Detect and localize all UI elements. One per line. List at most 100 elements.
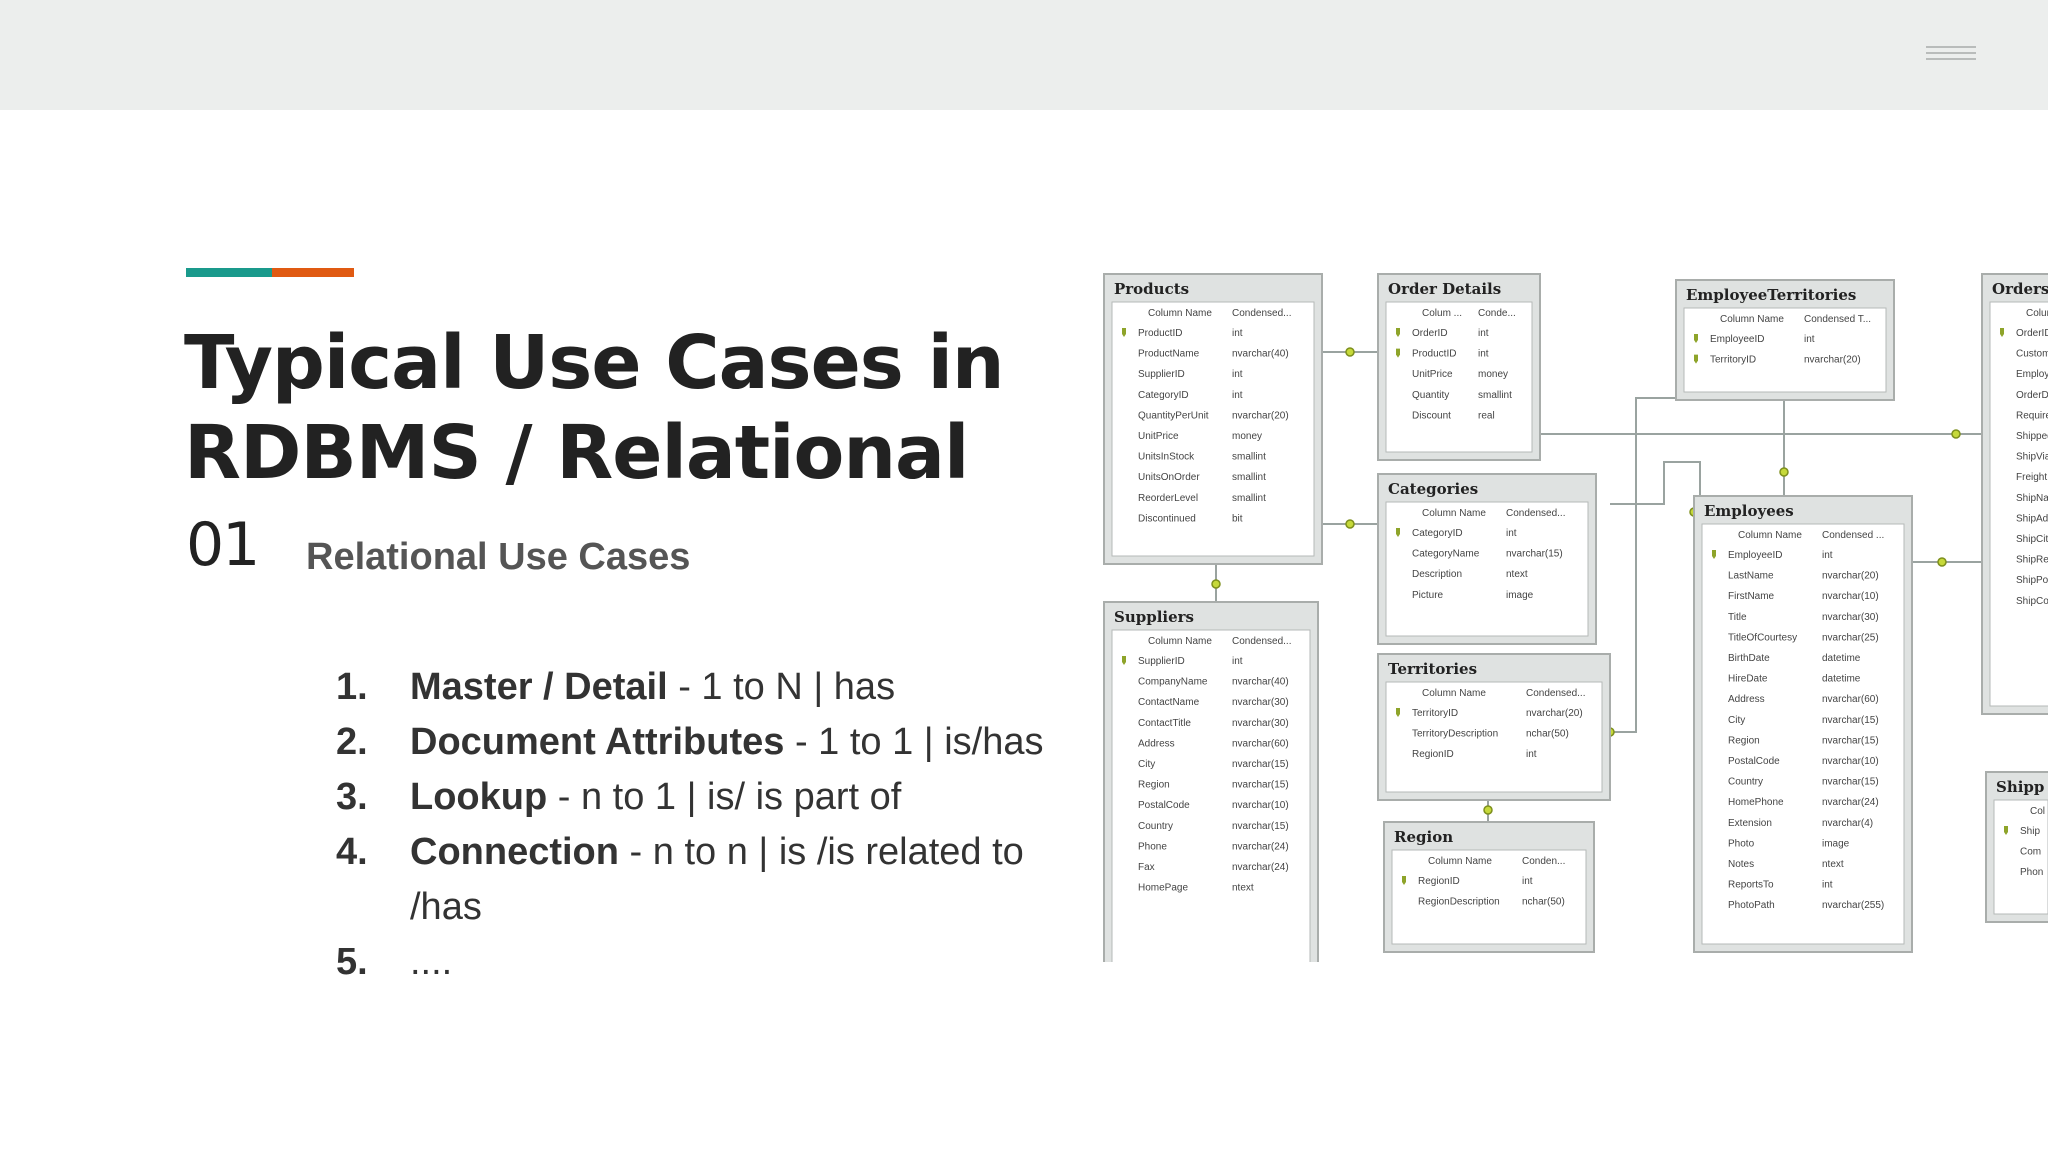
primary-key-icon [1396, 708, 1400, 717]
column-name: Ship [2020, 826, 2040, 837]
primary-key-icon [1712, 550, 1716, 559]
slide-title-line-1: Typical Use Cases in [184, 320, 1005, 406]
list-item-term: Connection [410, 831, 619, 873]
column-name: SupplierID [1138, 369, 1185, 380]
column-name: Notes [1728, 859, 1754, 870]
table-grid [1385, 501, 1589, 637]
table-title: EmployeeTerritories [1686, 286, 1856, 304]
column-type: int [1232, 328, 1243, 339]
column-name: ReorderLevel [1138, 493, 1198, 504]
primary-key-icon [1122, 328, 1126, 337]
table-grid [1683, 307, 1887, 393]
column-type: int [1822, 550, 1833, 561]
column-name: ContactName [1138, 697, 1200, 708]
column-header: Conde... [1478, 308, 1516, 319]
list-item-number: 5. [336, 941, 368, 983]
column-name: TerritoryID [1412, 708, 1458, 719]
column-name: Com [2020, 847, 2041, 858]
column-type: nvarchar(15) [1822, 777, 1879, 788]
hamburger-menu-icon[interactable] [1926, 46, 1976, 66]
primary-key-icon [1396, 328, 1400, 337]
column-type: nvarchar(20) [1526, 708, 1583, 719]
column-name: Extension [1728, 818, 1772, 829]
relationship-key-icon [1345, 347, 1355, 357]
column-type: nvarchar(24) [1232, 862, 1289, 873]
column-name: Photo [1728, 838, 1755, 849]
primary-key-icon [1694, 354, 1698, 364]
column-type: nvarchar(10) [1822, 756, 1879, 767]
table-grid [1385, 681, 1603, 793]
column-header: Col [2030, 806, 2045, 817]
column-type: int [1506, 528, 1517, 539]
column-type: nchar(50) [1526, 729, 1569, 740]
table-grid [1111, 301, 1315, 557]
relationship-key-icon [1937, 557, 1947, 567]
table-grid [1111, 629, 1311, 962]
column-type: real [1478, 410, 1495, 421]
column-name: UnitsInStock [1138, 452, 1195, 463]
list-item-text: - n to 1 | is/ is part of [547, 776, 902, 818]
list-item-text: - 1 to N | has [667, 666, 896, 708]
accent-bar [186, 268, 354, 277]
primary-key-icon [1396, 528, 1400, 537]
list-item: 1.Master / Detail - 1 to N | has [336, 660, 1076, 715]
column-name: Discontinued [1138, 513, 1196, 524]
column-type: nvarchar(4) [1822, 818, 1873, 829]
column-type: money [1478, 369, 1508, 380]
list-item: 3.Lookup - n to 1 | is/ is part of [336, 770, 1076, 825]
table-grid [1989, 301, 2048, 707]
column-name: Fax [1138, 862, 1155, 873]
column-type: nvarchar(15) [1822, 715, 1879, 726]
table-orders: OrdersColumOrderIDCustomEmployOrderDRequ… [1981, 273, 2048, 715]
column-type: smallint [1232, 493, 1266, 504]
list-item-text: - 1 to 1 | is/has [784, 721, 1044, 763]
column-name: UnitPrice [1138, 431, 1179, 442]
table-title: Shipp [1996, 778, 2044, 796]
column-type: nchar(50) [1522, 897, 1565, 908]
column-header: Condensed... [1232, 636, 1292, 647]
accent-bar-orange [272, 268, 354, 277]
column-type: bit [1232, 513, 1243, 524]
column-type: nvarchar(20) [1804, 355, 1861, 366]
column-header: Colum [2026, 308, 2048, 319]
slide-title-line-2: RDBMS / Relational [184, 410, 969, 496]
column-name: CategoryName [1412, 549, 1480, 560]
column-type: nvarchar(15) [1232, 821, 1289, 832]
column-name: ShipCity [2016, 534, 2048, 545]
column-name: TerritoryDescription [1412, 729, 1498, 740]
column-type: smallint [1478, 390, 1512, 401]
column-name: QuantityPerUnit [1138, 410, 1209, 421]
column-name: CompanyName [1138, 677, 1208, 688]
list-item-number: 4. [336, 831, 368, 873]
relationship-lines [1211, 347, 1982, 822]
column-name: Address [1138, 738, 1175, 749]
relationship-line [1610, 461, 1701, 513]
column-name: Region [1728, 735, 1760, 746]
column-name: Phon [2020, 867, 2043, 878]
section-label: Relational Use Cases [306, 536, 691, 578]
column-name: ShipAdd [2016, 513, 2048, 524]
column-type: ntext [1232, 883, 1254, 894]
column-name: OrderID [2016, 328, 2048, 339]
relationship-line [1610, 397, 1676, 733]
column-type: ntext [1822, 859, 1844, 870]
column-type: smallint [1232, 452, 1266, 463]
column-type: datetime [1822, 653, 1861, 664]
column-name: HomePage [1138, 883, 1188, 894]
column-name: Require [2016, 410, 2048, 421]
top-bar [0, 0, 2048, 110]
column-name: ReportsTo [1728, 880, 1774, 891]
column-type: int [1804, 334, 1815, 345]
column-header: Column Name [1148, 636, 1212, 647]
table-title: Territories [1388, 660, 1477, 678]
column-name: ShipCou [2016, 596, 2048, 607]
list-item-number: 2. [336, 721, 368, 763]
column-header: Column Name [1422, 508, 1486, 519]
column-name: PostalCode [1728, 756, 1780, 767]
column-name: Employ [2016, 369, 2048, 380]
column-header: Condensed T... [1804, 314, 1871, 325]
